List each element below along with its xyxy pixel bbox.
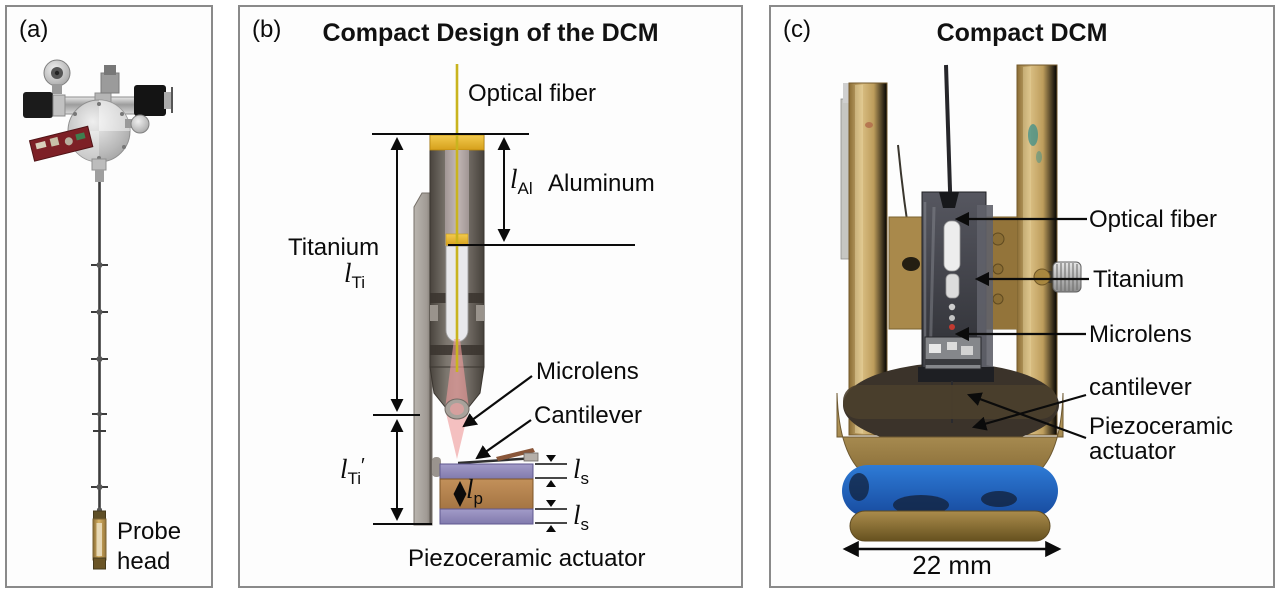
panel-c: (c) Compact DCM Optical fiber Titanium M… — [769, 5, 1275, 588]
thumbscrew — [1033, 261, 1082, 293]
titanium-label: Titanium — [288, 234, 380, 261]
photo-piezo-label-line2: actuator — [1089, 438, 1176, 466]
laser-spot — [949, 324, 955, 330]
l-al-label: lAl — [510, 164, 533, 198]
l-p-label: lp — [466, 474, 483, 508]
photo-piezo-label: Piezoceramic actuator — [1089, 413, 1234, 466]
probe-head — [92, 510, 107, 570]
dcm-photo — [836, 64, 1089, 558]
microlens-ball — [444, 398, 470, 420]
l-ti-prime-label: lTi′ — [340, 454, 365, 488]
panel-b-tag: (b) — [252, 16, 282, 43]
base-bottom-rim — [849, 510, 1051, 542]
piezoceramic-actuator-label: Piezoceramic actuator — [408, 545, 646, 572]
probe-head-label-line2: head — [117, 548, 171, 575]
circuit-board — [28, 125, 94, 162]
photo-piezo-label-line1: Piezoceramic — [1089, 413, 1234, 440]
piezo-leader-photo — [966, 392, 1087, 440]
photo-cantilever-label: cantilever — [1089, 374, 1192, 401]
photo-piezo-block — [924, 336, 982, 423]
panel-c-title: Compact DCM — [936, 19, 1108, 47]
base-cylinder — [836, 385, 1064, 542]
panel-b-title: Compact Design of the DCM — [322, 19, 659, 47]
microlens-label: Microlens — [536, 358, 639, 385]
cantilever-leader-photo — [971, 393, 1087, 431]
photo-titanium-label: Titanium — [1093, 266, 1185, 293]
probe-photo — [23, 59, 173, 570]
photo-microlens-label: Microlens — [1089, 321, 1192, 348]
optical-fiber-label: Optical fiber — [468, 80, 597, 107]
right-brass-column — [1016, 64, 1058, 436]
probe-top-assembly — [23, 59, 173, 182]
l-s-label-top: ls — [573, 454, 590, 488]
photo-leader-lines — [954, 211, 1089, 440]
piezo-layer — [439, 478, 534, 510]
l-s-label-bottom: ls — [573, 500, 590, 534]
scale-label: 22 mm — [912, 550, 992, 580]
cantilever-label: Cantilever — [534, 402, 643, 429]
microlens-leader — [462, 375, 533, 428]
l-ti-label: lTi — [344, 258, 366, 292]
side-knob — [130, 114, 150, 134]
probe-rod — [91, 182, 108, 514]
blue-band — [842, 465, 1058, 517]
shim-top — [439, 463, 534, 480]
dimension-lines — [372, 133, 635, 525]
leader-lines — [462, 375, 533, 460]
aluminum-label: Aluminum — [548, 170, 655, 197]
ferrule-and-lens — [943, 220, 961, 330]
cantilever-shape — [457, 448, 539, 465]
panel-b: (b) Compact Design of the DCM Optical fi… — [238, 5, 743, 588]
panel-c-tag: (c) — [783, 16, 811, 43]
probe-head-label-line1: Probe — [117, 518, 182, 545]
cantilever-leader — [475, 419, 532, 460]
shim-bottom — [439, 508, 534, 525]
shim-thickness-marks — [535, 455, 567, 532]
dcm-schematic — [372, 64, 635, 532]
panel-a-tag: (a) — [19, 16, 49, 43]
left-motor — [23, 92, 53, 118]
piezo-stack — [439, 463, 534, 525]
photo-optical-fiber-label: Optical fiber — [1089, 206, 1218, 233]
right-motor — [134, 85, 166, 116]
panel-a: (a) Probe head — [5, 5, 213, 588]
